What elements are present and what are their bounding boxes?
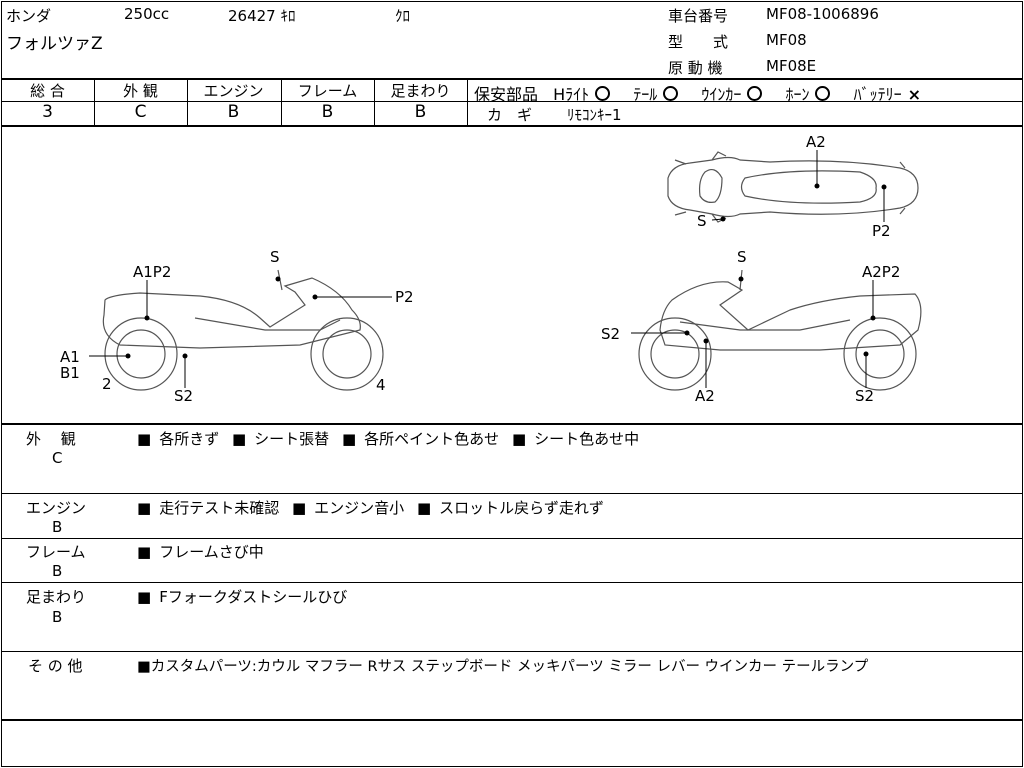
label-top-a2: A2 [806, 133, 826, 151]
frame-no-label: 車台番号 [668, 7, 729, 25]
grade-label-total: 総 合 [30, 82, 65, 100]
damage-diagram: A2 S P2 A1P2 S P2 A1 B1 2 S2 4 S A2P2 S2… [60, 133, 922, 405]
safety-title: 保安部品 [474, 85, 539, 104]
grade-mid-rule [1, 101, 1022, 102]
safety-horn-label: ﾎｰﾝ [785, 85, 810, 104]
label-left-a1p2: A1P2 [133, 263, 171, 281]
note-item: エンジン音小 [292, 499, 404, 517]
label-left-4: 4 [376, 376, 386, 394]
grade-value-frame: B [321, 102, 334, 122]
note-item: シート色あせ中 [512, 430, 639, 448]
left-view-scooter [102, 269, 384, 391]
note-items-engine: 走行テスト未確認 エンジン音小 スロットル戻らず走れず [137, 497, 612, 518]
label-right-a2: A2 [695, 387, 715, 405]
note-grade-suspension: B [52, 608, 63, 626]
grade-divider [94, 78, 95, 126]
type-value: MF08 [766, 31, 807, 49]
safety-winker-label: ｳｲﾝｶｰ [701, 85, 742, 104]
label-left-b1: B1 [60, 364, 80, 382]
label-left-s2: S2 [174, 387, 193, 405]
notes-rule [1, 651, 1022, 652]
grade-value-engine: B [227, 102, 240, 122]
note-item: スロットル戻らず走れず [417, 499, 604, 517]
note-item: 各所ペイント色あせ [342, 430, 499, 448]
label-left-p2: P2 [395, 288, 414, 306]
color: ｸﾛ [395, 7, 411, 25]
top-view-scooter [667, 151, 919, 223]
grade-divider [281, 78, 282, 126]
model-name: フォルツァZ [6, 34, 103, 54]
label-right-a2p2: A2P2 [862, 263, 900, 281]
note-label-engine: エンジン [26, 499, 87, 517]
note-item: フレームさび中 [137, 543, 264, 561]
grade-label-frame: フレーム [297, 82, 358, 100]
label-left-s: S [270, 248, 280, 266]
note-label-frame: フレーム [26, 543, 86, 561]
note-item: Fフォークダストシールひび [137, 588, 347, 606]
note-text-other: ■カスタムパーツ:カウル マフラー Rサス ステップボード メッキパーツ ミラー… [137, 659, 869, 675]
note-label-other: そ の 他 [28, 657, 83, 675]
note-grade-frame: B [52, 562, 63, 580]
safety-headlight-label: Hﾗｲﾄ [553, 85, 590, 104]
circle-icon [663, 86, 679, 101]
note-items-frame: フレームさび中 [137, 541, 272, 562]
notes-rule [1, 582, 1022, 583]
note-item: シート張替 [232, 430, 329, 448]
note-item: 各所きず [137, 430, 219, 448]
type-label: 型 式 [668, 33, 729, 51]
safety-tail: ﾃｰﾙ [633, 85, 679, 104]
label-top-p2: P2 [872, 222, 891, 240]
grade-bottom-rule [1, 125, 1022, 127]
grade-divider [187, 78, 188, 126]
notes-top-rule [1, 423, 1022, 425]
engine-label: 原 動 機 [668, 59, 723, 77]
note-items-suspension: Fフォークダストシールひび [137, 586, 355, 607]
label-right-s2-left: S2 [601, 325, 620, 343]
note-item: 走行テスト未確認 [137, 499, 279, 517]
note-label-exterior: 外 観 [26, 430, 76, 448]
key-label: カ ギ [487, 106, 533, 124]
cross-icon: × [907, 85, 921, 104]
grade-label-exterior: 外 観 [123, 82, 158, 100]
circle-icon [595, 86, 611, 101]
grade-value-suspension: B [414, 102, 427, 122]
displacement: 250cc [124, 5, 170, 23]
note-grade-exterior: C [52, 449, 63, 467]
circle-icon [747, 86, 763, 101]
grade-divider [467, 78, 468, 126]
note-label-suspension: 足まわり [26, 588, 87, 606]
safety-horn: ﾎｰﾝ [785, 85, 831, 104]
right-view-scooter [638, 269, 922, 391]
engine-value: MF08E [766, 57, 817, 75]
notes-rule [1, 538, 1022, 539]
grade-value-total: 3 [42, 102, 53, 122]
label-left-2: 2 [102, 375, 112, 393]
grade-divider [374, 78, 375, 126]
safety-row: 保安部品 Hﾗｲﾄ ﾃｰﾙ ｳｲﾝｶｰ ﾎｰﾝ ﾊﾞｯﾃﾘｰ × [474, 81, 921, 105]
label-right-s: S [737, 248, 747, 266]
notes-rule [1, 493, 1022, 494]
label-left-a1: A1 [60, 348, 80, 366]
maker: ホンダ [6, 7, 52, 25]
grade-label-suspension: 足まわり [390, 82, 451, 100]
safety-winker: ｳｲﾝｶｰ [701, 85, 763, 104]
note-items-exterior: 各所きず シート張替 各所ペイント色あせ シート色あせ中 [137, 428, 647, 449]
mileage: 26427 ｷﾛ [228, 7, 296, 25]
key-value: ﾘﾓｺﾝｷｰ1 [567, 106, 622, 124]
safety-battery: ﾊﾞｯﾃﾘｰ × [854, 85, 921, 104]
safety-tail-label: ﾃｰﾙ [633, 85, 658, 104]
safety-headlight: Hﾗｲﾄ [553, 85, 611, 104]
grade-value-exterior: C [134, 102, 147, 122]
grade-top-rule [1, 78, 1022, 80]
safety-battery-label: ﾊﾞｯﾃﾘｰ [853, 85, 902, 104]
notes-bottom-rule [1, 719, 1022, 721]
circle-icon [815, 86, 831, 101]
label-top-s: S [697, 212, 707, 230]
frame-no-value: MF08-1006896 [766, 5, 879, 23]
label-right-s2-right: S2 [855, 387, 874, 405]
grade-label-engine: エンジン [203, 82, 264, 100]
note-grade-engine: B [52, 518, 63, 536]
